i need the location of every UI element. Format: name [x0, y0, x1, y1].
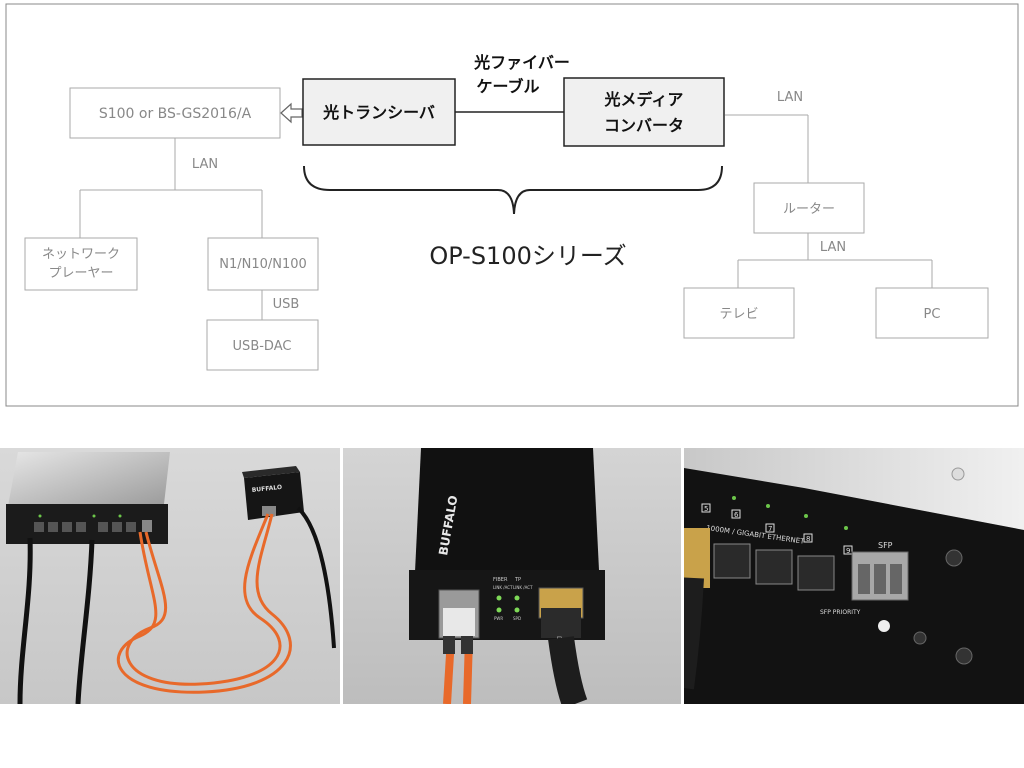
- port-number-9: 9: [846, 547, 850, 555]
- transceiver-label: 光トランシーバ: [322, 103, 435, 122]
- hollow-arrow-icon: [280, 102, 303, 124]
- n-series-label: N1/N10/N100: [219, 257, 307, 272]
- network-diagram: S100 or BS-GS2016/A LAN ネットワーク プレーヤー N1/…: [5, 3, 1019, 407]
- curly-brace: [303, 165, 723, 215]
- n-series-box: [207, 237, 319, 291]
- led-label-link2: LINK /ACT: [513, 585, 533, 590]
- network-player-line2: プレーヤー: [48, 266, 113, 281]
- port-number-labels: 5 6 7 8 9: [701, 503, 853, 555]
- converter-box: [563, 77, 725, 147]
- lan-label-router: LAN: [820, 240, 846, 255]
- cable-label-line1: 光ファイバー: [473, 53, 570, 72]
- photo-converter-closeup: BUFFALO FIBER TP LINK /ACT LINK /ACT PWR…: [343, 448, 681, 704]
- switch-ports: [34, 520, 152, 532]
- tv-box: [683, 287, 795, 339]
- usb-dac-label: USB-DAC: [233, 339, 292, 354]
- ethernet-ports: [713, 543, 835, 591]
- switch-lid: [684, 448, 1024, 530]
- photo-strip: BUFFALO BUFFALO FIBER TP: [0, 448, 1024, 704]
- port-number-5: 5: [704, 505, 708, 513]
- converter-top-body: [415, 448, 599, 572]
- tv-label: テレビ: [719, 307, 758, 322]
- usb-dac-box: [206, 319, 319, 371]
- small-converter-unit: [244, 472, 304, 520]
- lan-label-left: LAN: [192, 157, 218, 172]
- led-label-spd: SPD: [513, 616, 521, 621]
- led-label-pwr: PWR: [494, 616, 503, 621]
- cable-label-line2: ケーブル: [476, 77, 539, 96]
- pc-box: [875, 287, 989, 339]
- converter-label-line2: コンバータ: [604, 116, 684, 135]
- led-label-link1: LINK /ACT: [493, 585, 513, 590]
- small-unit-logo: BUFFALO: [251, 484, 282, 494]
- device-left-label: S100 or BS-GS2016/A: [99, 106, 252, 122]
- led-label-tp: TP: [514, 577, 521, 583]
- network-player-line1: ネットワーク: [42, 247, 120, 262]
- port-number-8: 8: [806, 535, 810, 543]
- network-player-box: [24, 237, 138, 291]
- sfp-priority-label: SFP PRIORITY: [820, 609, 861, 616]
- transceiver-box: [302, 78, 456, 146]
- photo-switch-sfp: 5 6 7 8 9 1000M / GIGABIT ETHERNET SF: [684, 448, 1024, 704]
- led-label-fiber: FIBER: [493, 577, 508, 583]
- sfp-label: SFP: [878, 541, 893, 550]
- port-number-7: 7: [768, 525, 772, 533]
- series-label: OP-S100シリーズ: [429, 242, 626, 270]
- orange-fiber-cable: [116, 513, 292, 694]
- switch-top-lid: [8, 452, 170, 506]
- router-box: [753, 182, 865, 234]
- usb-label: USB: [273, 297, 300, 312]
- photo-setup: BUFFALO: [0, 448, 340, 704]
- device-left-box: [69, 87, 281, 139]
- pc-label: PC: [924, 307, 941, 322]
- sfp-priority-led: [878, 620, 890, 632]
- lan-label-right: LAN: [777, 90, 803, 105]
- lid-screw: [951, 467, 965, 481]
- router-label: ルーター: [783, 202, 835, 217]
- connector-lines: [79, 114, 933, 320]
- port-number-6: 6: [734, 511, 739, 519]
- converter-label-line1: 光メディア: [604, 90, 684, 109]
